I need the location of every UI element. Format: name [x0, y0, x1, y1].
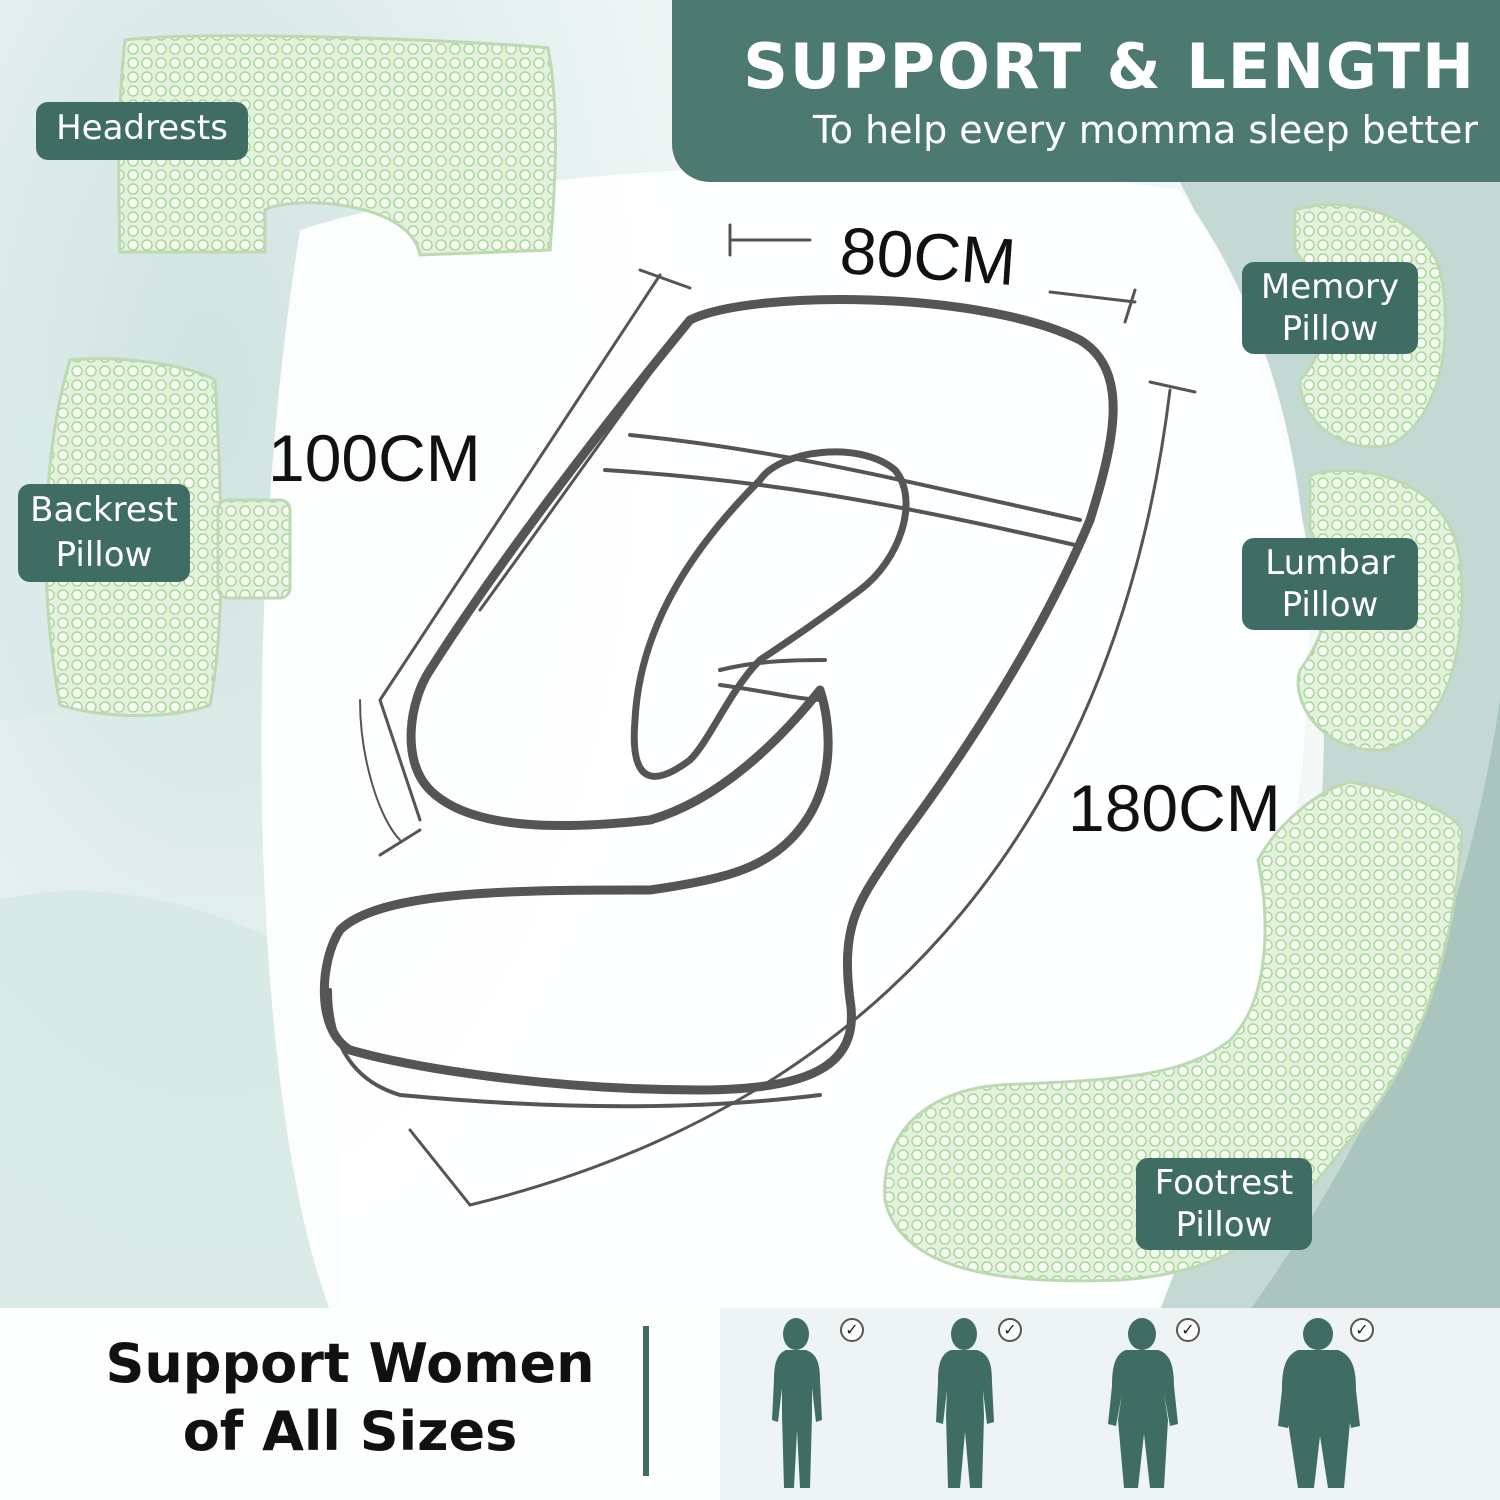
bottom-band [0, 1308, 1500, 1500]
body-figure-curvy [1108, 1318, 1178, 1488]
backrest-tag-line2: Pillow [55, 535, 153, 575]
length-dimension-label: 180CM [1068, 771, 1281, 845]
width-dimension-label: 80CM [837, 212, 1019, 300]
backrest-pillow-tag: Backrest Pillow [18, 484, 190, 582]
headrests-tag: Headrests [36, 102, 248, 160]
lumbar-pillow-tag: Lumbar Pillow [1242, 538, 1418, 630]
footrest-tag-line1: Footrest [1154, 1163, 1294, 1203]
depth-dimension-label: 100CM [268, 421, 481, 495]
central-panel [261, 166, 1309, 1311]
body-figure-slim [772, 1318, 822, 1488]
body-figure-medium [936, 1318, 994, 1488]
footrest-pillow-image [883, 780, 1464, 1283]
check-icon: ✓ [1350, 1318, 1374, 1342]
title-banner: SUPPORT & LENGTH To help every momma sle… [672, 0, 1500, 182]
check-icon: ✓ [1176, 1318, 1200, 1342]
lumbar-tag-line2: Pillow [1281, 585, 1379, 625]
memory-tag-line1: Memory [1260, 267, 1400, 307]
check-icon: ✓ [998, 1318, 1022, 1342]
backrest-tag-line1: Backrest [30, 490, 178, 530]
headrests-tag-label: Headrests [56, 108, 228, 148]
bottom-band-fade [0, 1308, 720, 1500]
bottom-divider [643, 1326, 649, 1476]
memory-tag-line2: Pillow [1281, 309, 1379, 349]
background-swoosh-dark [1250, 700, 1500, 1310]
sizes-headline: Support Women of All Sizes [70, 1330, 630, 1466]
banner-title: SUPPORT & LENGTH [743, 30, 1476, 103]
check-icon: ✓ [840, 1318, 864, 1342]
memory-pillow-tag: Memory Pillow [1242, 262, 1418, 354]
headrest-pillow-image [117, 34, 557, 257]
footrest-tag-line2: Pillow [1175, 1205, 1273, 1245]
lumbar-tag-line1: Lumbar [1265, 543, 1395, 583]
body-figure-plus [1278, 1318, 1360, 1488]
sizes-headline-line1: Support Women [105, 1332, 595, 1395]
sizes-headline-line2: of All Sizes [182, 1400, 518, 1463]
watercolor-patch [0, 891, 340, 1310]
backrest-side-block-image [216, 498, 292, 600]
pillow-outline-drawing [319, 223, 1197, 1207]
footrest-pillow-tag: Footrest Pillow [1136, 1158, 1312, 1250]
banner-subtitle: To help every momma sleep better [812, 108, 1478, 152]
